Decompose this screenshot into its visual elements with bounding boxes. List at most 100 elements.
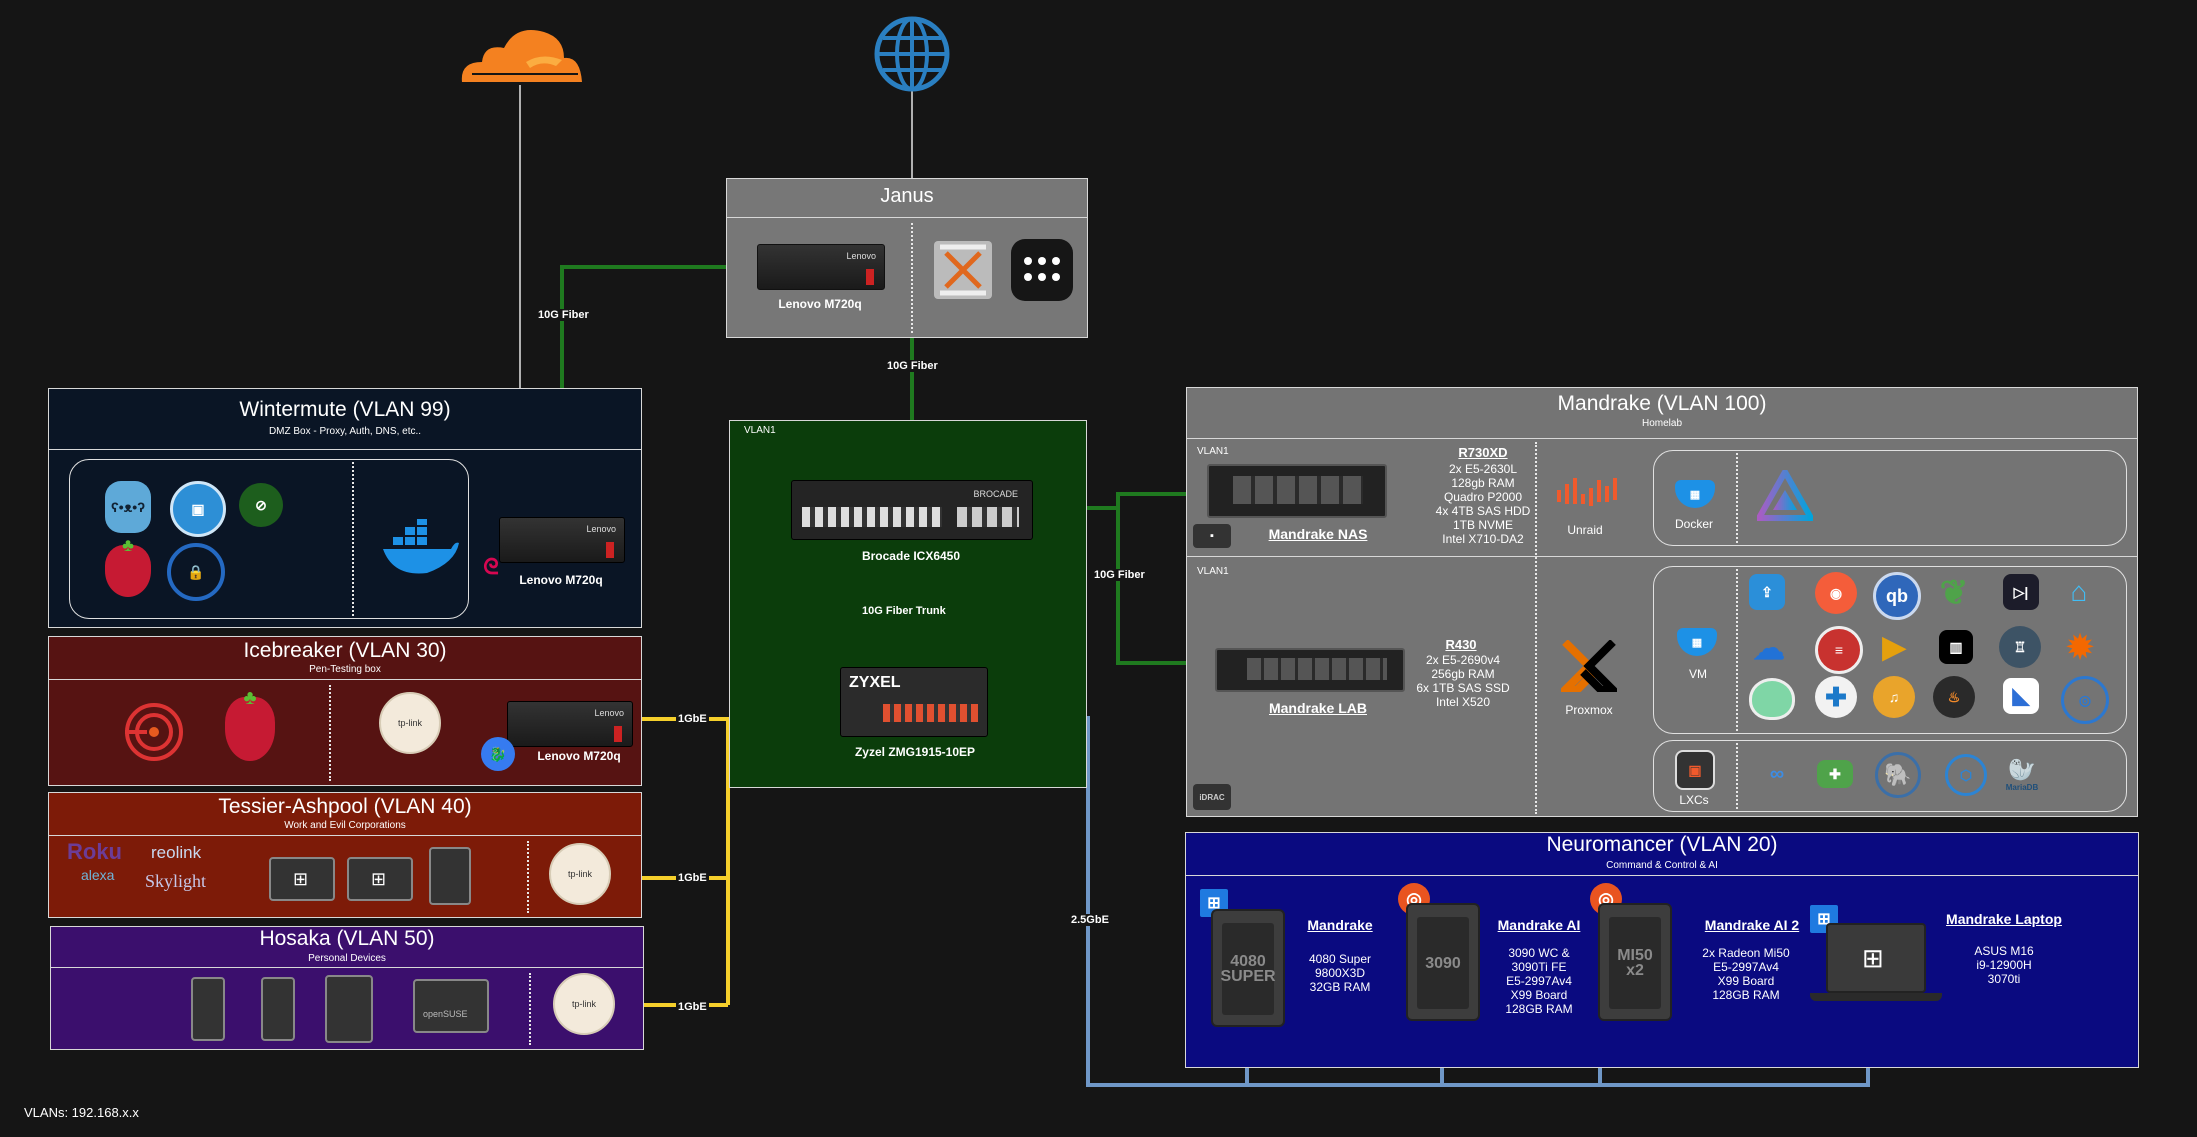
lenovo-accent bbox=[606, 542, 614, 558]
switch-zone-panel: VLAN1 BROCADE Brocade ICX6450 10G Fiber … bbox=[729, 420, 1087, 788]
brocade-label: Brocade ICX6450 bbox=[861, 549, 961, 563]
trunk-label: 10G Fiber Trunk bbox=[860, 605, 948, 617]
icebreaker-dash bbox=[329, 685, 331, 781]
brocade-sfp bbox=[957, 507, 1019, 527]
tessier-subtitle: Work and Evil Corporations bbox=[284, 820, 406, 831]
lenovo-accent bbox=[866, 269, 874, 285]
pfsense-icon bbox=[934, 241, 992, 299]
tablet-device bbox=[325, 975, 373, 1043]
wintermute-device-label: Lenovo M720q bbox=[519, 573, 603, 587]
idrac-icon: iDRAC bbox=[1193, 784, 1231, 810]
laptop-base bbox=[1810, 993, 1942, 1001]
app-paperless-icon: ◣ bbox=[2003, 678, 2039, 714]
mandrake-ai2-spec-2: E5-2997Av4 bbox=[1713, 960, 1779, 974]
kali-icon: 🐉 bbox=[481, 737, 515, 771]
hosaka-subtitle: Personal Devices bbox=[308, 953, 386, 964]
icebreaker-title: Icebreaker (VLAN 30) bbox=[243, 639, 447, 662]
mandrake-ai-spec-1: 3090 WC & bbox=[1508, 946, 1570, 960]
mandrake-subtitle: Homelab bbox=[1641, 418, 1683, 429]
jellyfin-icon bbox=[1757, 470, 1813, 521]
app-prowlarr-icon: ▷| bbox=[2003, 574, 2039, 610]
app-lighthouse-icon: ♖ bbox=[1999, 626, 2041, 668]
nas-name: Mandrake NAS bbox=[1268, 526, 1368, 542]
mandrake-laptop-spec-1: ASUS M16 bbox=[1974, 944, 2034, 958]
tessier-divider bbox=[49, 835, 641, 836]
idrac-icon: ▪ bbox=[1193, 524, 1231, 548]
icebreaker-subtitle: Pen-Testing box bbox=[309, 664, 381, 675]
icebreaker-ap[interactable]: tp-link bbox=[379, 692, 441, 754]
mandrake-laptop[interactable]: ⊞ bbox=[1826, 923, 1926, 993]
wintermute-subtitle: DMZ Box - Proxy, Auth, DNS, etc.. bbox=[268, 426, 422, 437]
hosaka-panel: Hosaka (VLAN 50) Personal Devices openSU… bbox=[50, 926, 644, 1050]
janus-panel: Janus Lenovo Lenovo M720q bbox=[726, 178, 1088, 338]
mandrake-ai-tower[interactable]: 3090 bbox=[1406, 903, 1480, 1021]
zyxel-switch[interactable]: ZYXEL bbox=[840, 667, 988, 737]
mandrake-ai-spec-2: 3090Ti FE bbox=[1511, 960, 1567, 974]
icebreaker-lenovo-device[interactable]: Lenovo bbox=[507, 701, 633, 747]
reolink-logo: reolink bbox=[151, 843, 202, 862]
fiber-right-label: 10G Fiber bbox=[1092, 569, 1147, 581]
wintermute-services-box bbox=[69, 459, 469, 619]
wintermute-lenovo-device[interactable]: Lenovo bbox=[499, 517, 625, 563]
mandrake-ai-name: Mandrake AI bbox=[1497, 917, 1581, 933]
app-overseerr-icon: ◉ bbox=[1815, 572, 1857, 614]
mandrake-laptop-spec-3: 3070ti bbox=[1987, 972, 2021, 986]
brocade-switch[interactable]: BROCADE bbox=[791, 480, 1033, 540]
mandrake-divider bbox=[1187, 438, 2137, 439]
mandrake-pc-tower[interactable]: 4080 SUPER bbox=[1211, 909, 1285, 1027]
authelia-icon: 🔒 bbox=[167, 543, 225, 601]
mandrake-ai-spec-4: X99 Board bbox=[1510, 988, 1568, 1002]
r730xd-bays bbox=[1233, 476, 1363, 504]
r730xd-spec-5: 1TB NVME bbox=[1452, 518, 1513, 532]
raspberry-icon: ♣ bbox=[225, 687, 275, 761]
burpsuite-icon bbox=[125, 703, 183, 761]
lxc-cube-icon: ▣ bbox=[1675, 750, 1715, 790]
nas-vlan: VLAN1 bbox=[1197, 446, 1229, 457]
vm-apps-dash bbox=[1736, 569, 1738, 731]
wintermute-panel: Wintermute (VLAN 99) DMZ Box - Proxy, Au… bbox=[48, 388, 642, 628]
app-qbittorrent-icon: qb bbox=[1873, 572, 1921, 620]
vm-label: VM bbox=[1689, 667, 1707, 681]
lxcs-label: LXCs bbox=[1679, 793, 1709, 807]
wintermute-divider bbox=[49, 449, 641, 450]
laptop-device-2: ⊞ bbox=[347, 857, 413, 901]
mandrake-pc-spec-3: 32GB RAM bbox=[1309, 980, 1371, 994]
mandrake-ai2-name: Mandrake AI 2 bbox=[1704, 917, 1800, 933]
nas-apps-box bbox=[1653, 450, 2127, 546]
hosaka-title: Hosaka (VLAN 50) bbox=[259, 927, 435, 950]
windows-icon: ⊞ bbox=[1862, 943, 1884, 973]
nas-docker-label: Docker bbox=[1674, 517, 1713, 531]
mandrake-dash bbox=[1535, 442, 1537, 814]
janus-device-label: Lenovo M720q bbox=[778, 297, 862, 311]
gbe-3-label: 1GbE bbox=[676, 1001, 709, 1013]
nas-apps-dash bbox=[1736, 453, 1738, 543]
mandrake-ai2-tower[interactable]: MI50 x2 bbox=[1598, 903, 1672, 1021]
wintermute-title: Wintermute (VLAN 99) bbox=[239, 398, 451, 421]
ap-brand: tp-link bbox=[571, 999, 596, 1009]
neuromancer-panel: Neuromancer (VLAN 20) Command & Control … bbox=[1185, 832, 2139, 1068]
zyxel-label: Zyzel ZMG1915-10EP bbox=[854, 745, 976, 759]
app-uptime-icon: ⇪ bbox=[1749, 574, 1785, 610]
mariadb-label: MariaDB bbox=[2005, 782, 2039, 792]
unraid-icon bbox=[1557, 478, 1617, 506]
gopher-icon: ʕ•ᴥ•ʔ bbox=[105, 481, 151, 533]
phone-device-1 bbox=[191, 977, 225, 1041]
ap-brand: tp-link bbox=[397, 718, 422, 728]
hosaka-ap[interactable]: tp-link bbox=[553, 973, 615, 1035]
fiber-left-label: 10G Fiber bbox=[536, 309, 591, 321]
vm-apps-box bbox=[1653, 566, 2127, 734]
mandrake-laptop-name: Mandrake Laptop bbox=[1946, 911, 2062, 927]
mandrake-ai2-spec-1: 2x Radeon Mi50 bbox=[1702, 946, 1790, 960]
r730xd-server[interactable] bbox=[1207, 464, 1387, 518]
gbe-2-label: 1GbE bbox=[676, 872, 709, 884]
app-grafana-icon: ✹ bbox=[2066, 629, 2094, 665]
phone-device-2 bbox=[261, 977, 295, 1041]
mandrake-ai2-spec-3: X99 Board bbox=[1717, 974, 1775, 988]
janus-lenovo-device[interactable]: Lenovo bbox=[757, 244, 885, 290]
app-cloud-icon: ☁ bbox=[1753, 630, 1785, 666]
tessier-ap[interactable]: tp-link bbox=[549, 843, 611, 905]
r430-server[interactable] bbox=[1215, 648, 1405, 692]
gbe-25-label: 2.5GbE bbox=[1069, 914, 1111, 926]
icebreaker-device-label: Lenovo M720q bbox=[537, 749, 621, 763]
r430-spec-4: Intel X520 bbox=[1435, 695, 1491, 709]
